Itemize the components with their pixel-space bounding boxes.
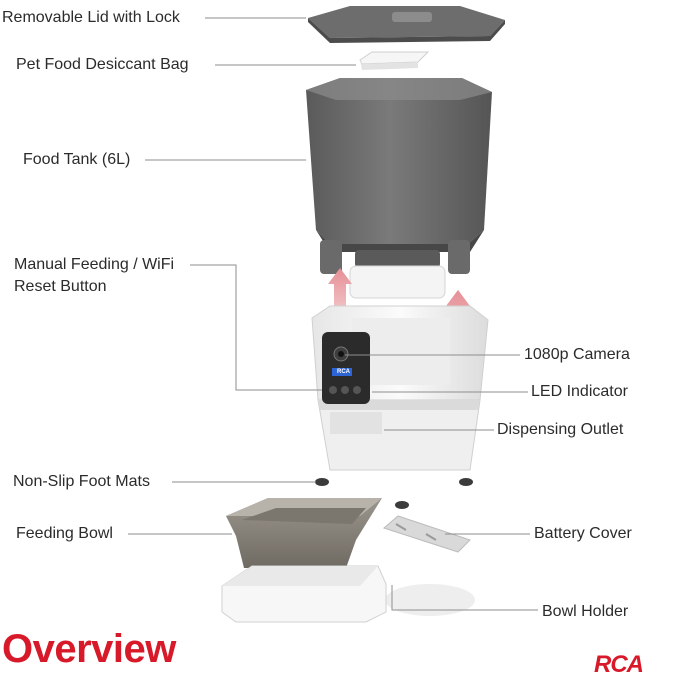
overview-title: Overview (2, 627, 176, 671)
leader-lines (128, 17, 538, 611)
outlet-label: Dispensing Outlet (497, 421, 624, 438)
lid-label: Removable Lid with Lock (2, 9, 180, 26)
desiccant-bag-part (359, 51, 430, 70)
dispenser-neck-part (349, 265, 446, 299)
foot-mats-label: Non-Slip Foot Mats (13, 473, 150, 490)
battery-label: Battery Cover (534, 525, 632, 542)
desiccant-label: Pet Food Desiccant Bag (16, 56, 189, 73)
camera-label: 1080p Camera (524, 346, 630, 363)
base-unit-part: RCA (311, 305, 489, 471)
manual-feeding-label-line2: Reset Button (14, 278, 107, 295)
lid-part (308, 6, 505, 43)
foot-mats-part (315, 478, 473, 509)
battery-cover-part (382, 515, 471, 553)
manual-feeding-label-line1: Manual Feeding / WiFi (14, 256, 175, 273)
bowl-label: Feeding Bowl (16, 525, 113, 542)
food-tank-part (306, 78, 492, 274)
led-label: LED Indicator (531, 383, 628, 400)
device-badge: RCA (337, 369, 351, 375)
bowl-holder-part (221, 565, 475, 623)
feeding-bowl-part (226, 498, 382, 568)
holder-label: Bowl Holder (542, 603, 629, 620)
tank-label: Food Tank (6L) (23, 151, 131, 168)
rca-logo: RCA (594, 651, 644, 678)
